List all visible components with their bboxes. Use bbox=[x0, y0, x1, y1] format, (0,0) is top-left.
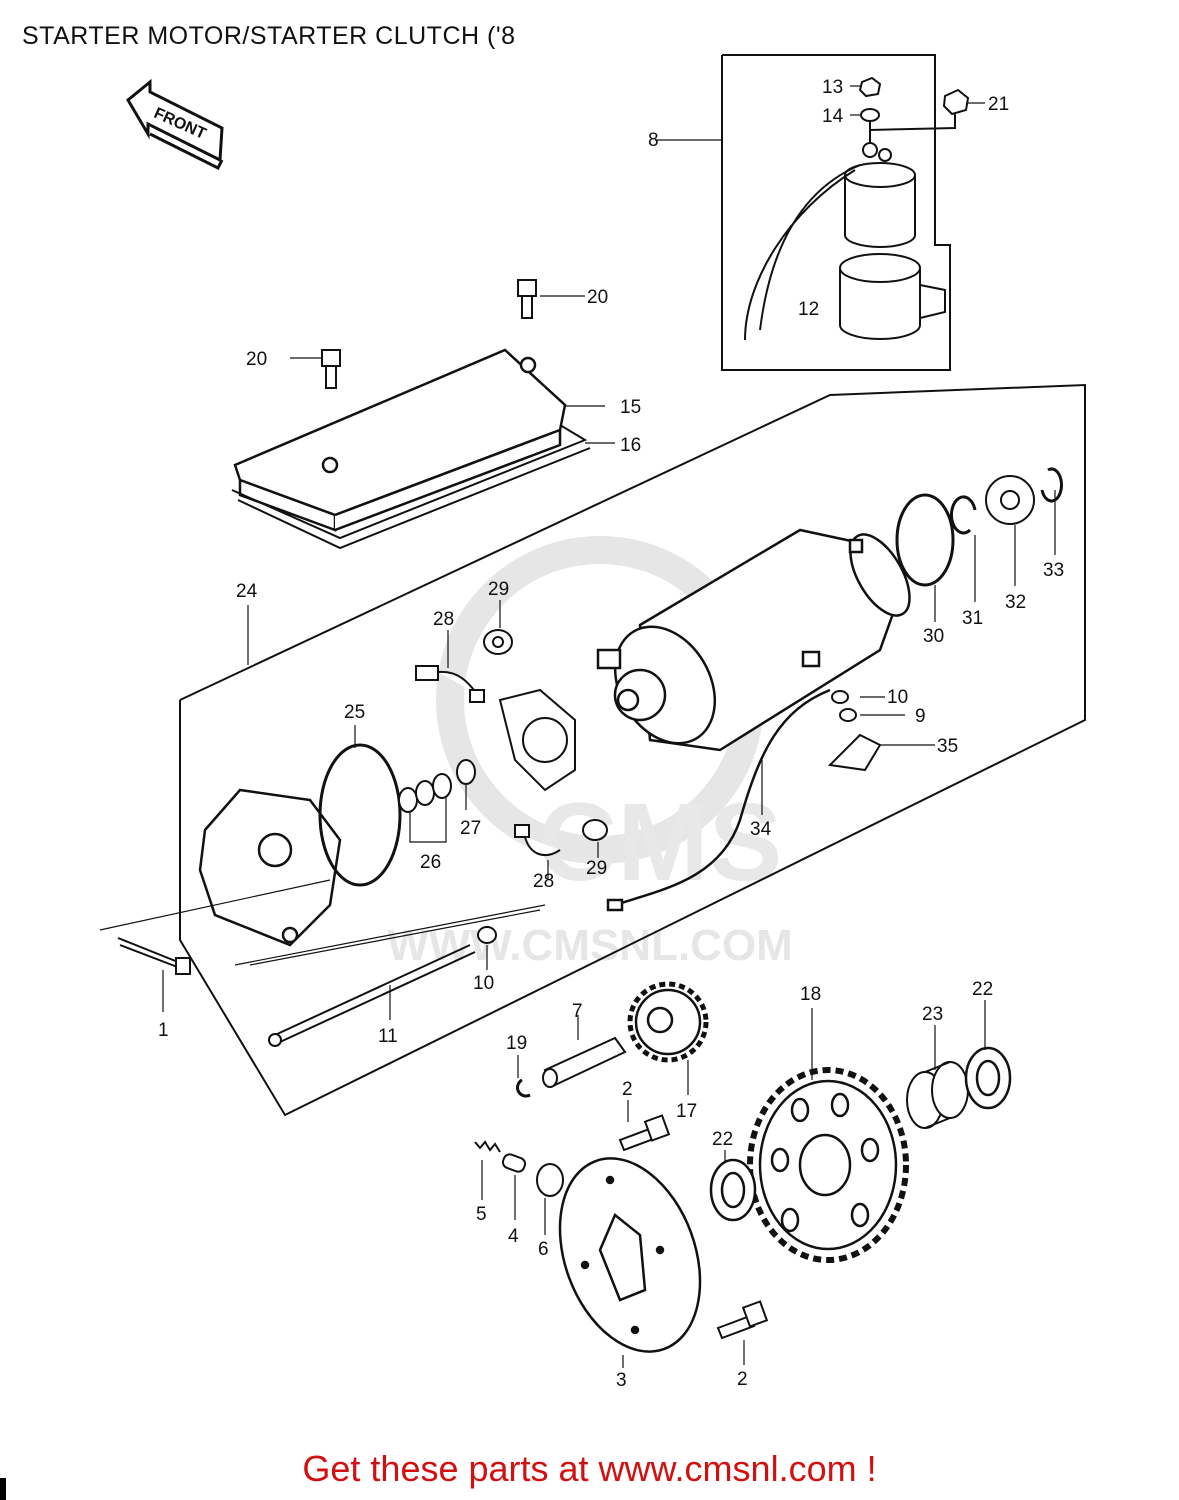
sprocket-18 bbox=[747, 1067, 909, 1263]
circlip-33 bbox=[1040, 467, 1063, 503]
label-part-10-upper: 10 bbox=[887, 687, 908, 708]
washers-9-10 bbox=[831, 690, 857, 722]
label-part-29-lower: 29 bbox=[586, 858, 607, 879]
starter-cable-34 bbox=[606, 688, 831, 912]
o-ring-25 bbox=[318, 743, 402, 887]
front-arrow: FRONT bbox=[126, 78, 224, 171]
watermark-logo: CMS bbox=[538, 781, 782, 904]
label-part-35: 35 bbox=[937, 736, 958, 757]
label-part-28-lower: 28 bbox=[533, 871, 554, 892]
label-part-23: 23 bbox=[922, 1004, 943, 1025]
label-part-17: 17 bbox=[676, 1101, 697, 1122]
bolt-2-upper bbox=[618, 1114, 671, 1152]
label-part-8: 8 bbox=[648, 130, 659, 151]
idle-shaft-7 bbox=[542, 1036, 627, 1088]
circlip-31 bbox=[949, 495, 977, 535]
through-bolt-11 bbox=[268, 944, 476, 1047]
starter-cover bbox=[233, 348, 567, 532]
label-part-14: 14 bbox=[822, 106, 844, 127]
terminal-35 bbox=[827, 733, 882, 772]
part-labels: 13 14 21 8 12 20 20 15 16 24 29 28 25 27… bbox=[158, 77, 1064, 1391]
needle-bearing-23 bbox=[906, 1061, 969, 1129]
brush-spring-29-lower bbox=[582, 819, 608, 841]
label-part-25: 25 bbox=[344, 702, 365, 723]
footer-link-text[interactable]: Get these parts at www.cmsnl.com ! bbox=[302, 1448, 877, 1489]
page-title: STARTER MOTOR/STARTER CLUTCH ('8 bbox=[22, 22, 516, 50]
label-part-21: 21 bbox=[988, 94, 1009, 115]
spring-5 bbox=[474, 1140, 501, 1153]
nut-10-lower bbox=[477, 926, 497, 944]
label-part-3: 3 bbox=[616, 1370, 627, 1391]
label-part-29-upper: 29 bbox=[488, 579, 509, 600]
end-cover bbox=[198, 788, 342, 947]
label-part-32: 32 bbox=[1005, 592, 1026, 613]
label-part-22-right: 22 bbox=[972, 979, 993, 1000]
callout-lines-lower bbox=[481, 1000, 986, 1368]
label-part-27: 27 bbox=[460, 818, 481, 839]
idle-gear-17 bbox=[627, 981, 709, 1063]
circlip-19 bbox=[516, 1078, 531, 1098]
bolt-20-upper bbox=[517, 279, 537, 319]
corner-mark bbox=[0, 1478, 6, 1500]
bolt-20-lower bbox=[321, 349, 341, 389]
starter-motor bbox=[596, 528, 911, 752]
label-part-26: 26 bbox=[420, 852, 441, 873]
label-part-19: 19 bbox=[506, 1033, 527, 1054]
label-part-30: 30 bbox=[923, 626, 944, 647]
label-part-22-left: 22 bbox=[712, 1129, 733, 1150]
washer-27 bbox=[456, 759, 476, 785]
label-part-2-upper: 2 bbox=[622, 1079, 633, 1100]
brush-28-upper bbox=[415, 665, 485, 703]
label-part-13: 13 bbox=[822, 77, 843, 98]
label-part-4: 4 bbox=[508, 1226, 519, 1247]
label-part-20-lower: 20 bbox=[246, 349, 267, 370]
label-part-7: 7 bbox=[572, 1001, 583, 1022]
label-part-5: 5 bbox=[476, 1204, 487, 1225]
o-ring-30 bbox=[895, 493, 955, 587]
label-part-31: 31 bbox=[962, 608, 983, 629]
label-part-16: 16 bbox=[620, 435, 641, 456]
brush-28-lower bbox=[514, 824, 561, 857]
motor-assembly-outline bbox=[179, 383, 1086, 1117]
label-part-20-upper: 20 bbox=[587, 287, 608, 308]
label-part-34: 34 bbox=[750, 819, 772, 840]
label-part-15: 15 bbox=[620, 397, 641, 418]
label-part-12: 12 bbox=[798, 299, 819, 320]
brush-holder bbox=[498, 688, 576, 792]
label-part-24: 24 bbox=[236, 581, 258, 602]
label-part-33: 33 bbox=[1043, 560, 1064, 581]
roller-6 bbox=[536, 1163, 564, 1197]
label-part-9: 9 bbox=[915, 706, 926, 727]
watermark-url: WWW.CMSNL.COM bbox=[387, 921, 793, 970]
clutch-body-3 bbox=[558, 1157, 702, 1353]
label-part-6: 6 bbox=[538, 1239, 549, 1260]
label-part-2-lower: 2 bbox=[737, 1369, 748, 1390]
label-part-10-lower: 10 bbox=[473, 973, 494, 994]
bolt-1 bbox=[117, 937, 191, 975]
cover-gasket bbox=[231, 424, 591, 550]
watermark: CMS WWW.CMSNL.COM bbox=[387, 536, 793, 970]
pinion-gear-32 bbox=[985, 475, 1035, 525]
washers-26 bbox=[398, 773, 452, 813]
callout-lines bbox=[99, 85, 1056, 1020]
brush-spring-29-upper bbox=[483, 629, 513, 655]
label-part-11: 11 bbox=[378, 1026, 398, 1047]
washer-22-right bbox=[964, 1046, 1012, 1110]
bolt-2-lower bbox=[716, 1300, 769, 1340]
label-part-1: 1 bbox=[158, 1020, 169, 1041]
pin-4 bbox=[501, 1153, 527, 1173]
label-part-28-upper: 28 bbox=[433, 609, 454, 630]
starter-relay-group bbox=[721, 54, 970, 371]
washer-22-left bbox=[709, 1158, 757, 1222]
label-part-18: 18 bbox=[800, 984, 821, 1005]
